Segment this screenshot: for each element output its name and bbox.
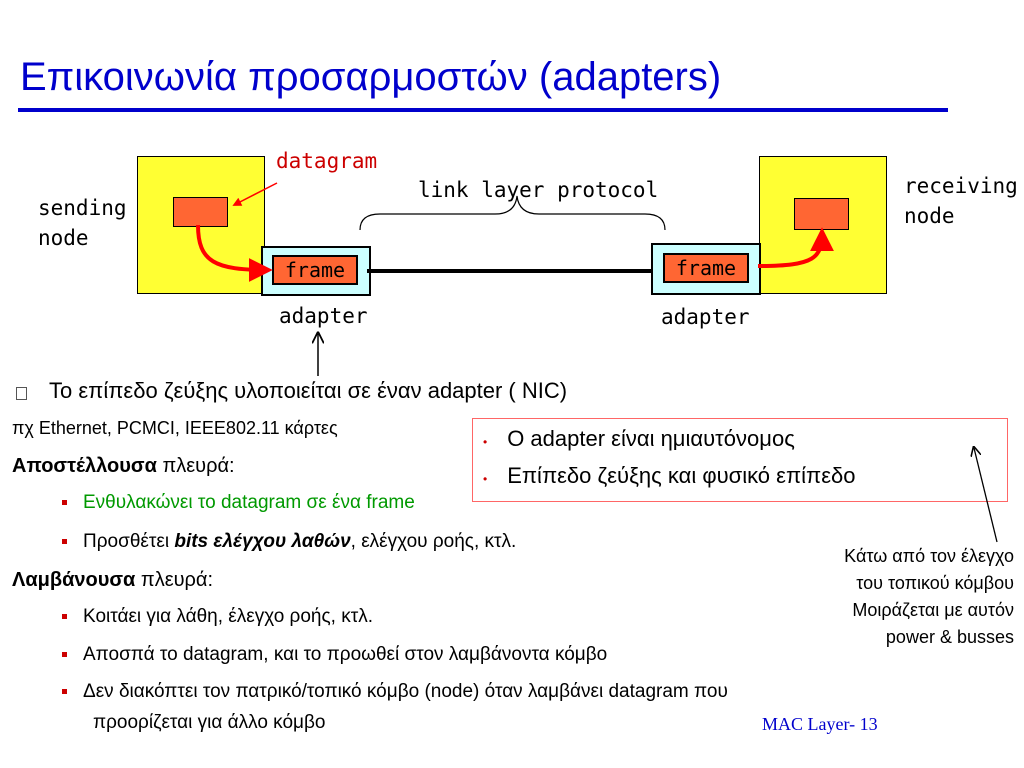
- receiving-item-3: Δεν διακόπτει τον πατρικό/τοπικό κόμβο (…: [62, 681, 728, 703]
- square-bullet: [62, 500, 67, 506]
- sending-heading-bold: Αποστέλλουσα: [12, 455, 157, 477]
- sending-node-label-line2: node: [38, 226, 89, 250]
- sending-item-2-bold: bits ελέγχου λαθών: [174, 531, 351, 552]
- sending-item-2-post: , ελέγχου ροής, κτλ.: [350, 531, 517, 552]
- square-bullet: [62, 652, 67, 658]
- info-bullet: •: [483, 472, 488, 486]
- info-line-1-text: O adapter είναι ημιαυτόνομος: [507, 426, 795, 451]
- title-underline: [18, 108, 948, 112]
- datagram-pointer: [232, 182, 278, 206]
- info-line-2: • Επίπεδο ζεύξης και φυσικό επίπεδο: [483, 463, 856, 489]
- right-note-line-4: power & busses: [885, 627, 1014, 647]
- left-adapter-label: adapter: [279, 304, 368, 328]
- receiving-node-label-line1: receiving: [904, 174, 1018, 198]
- left-frame-box: frame: [272, 255, 358, 285]
- square-bullet: [62, 689, 67, 695]
- receiving-item-1-text: Κοιτάει για λάθη, έλεγχο ροής, κτλ.: [83, 606, 373, 627]
- diagram-lines: [196, 182, 834, 376]
- sending-item-1-text: Ενθυλακώνει το datagram σε ένα frame: [83, 492, 415, 513]
- receiving-item-2-text: Αποσπά το datagram, και το προωθεί στον …: [83, 644, 608, 665]
- receive-arrow: [757, 227, 834, 268]
- sending-heading-rest: πλευρά:: [156, 455, 235, 477]
- right-note-line-1: Κάτω από τον έλεγχο: [844, 546, 1014, 566]
- sending-datagram-rect: [173, 197, 228, 227]
- sending-item-1: Ενθυλακώνει το datagram σε ένα frame: [62, 492, 415, 514]
- square-bullet: [62, 539, 67, 545]
- sending-heading: Αποστέλλουσα πλευρά:: [12, 455, 235, 478]
- example-line: πχ Ethernet, PCMCI, IEEE802.11 κάρτες: [12, 418, 338, 438]
- right-frame-label: frame: [675, 256, 737, 280]
- right-frame-box: frame: [663, 253, 749, 283]
- main-bullet-marker: [16, 387, 27, 401]
- slide-footer: MAC Layer- 13: [762, 714, 878, 734]
- receiving-heading-bold: Λαμβάνουσα: [12, 569, 136, 591]
- info-bullet: •: [483, 435, 488, 449]
- info-line-1: • O adapter είναι ημιαυτόνομος: [483, 426, 795, 452]
- sending-item-2-pre: Προσθέτει: [83, 531, 175, 552]
- sending-item-2: Προσθέτει bits ελέγχου λαθών, ελέγχου ρο…: [62, 531, 516, 553]
- main-bullet-row: Το επίπεδο ζεύξης υλοποιείται σε έναν ad…: [16, 378, 567, 404]
- send-arrow: [196, 224, 273, 282]
- right-note: Κάτω από τον έλεγχο του τοπικού κόμβου Μ…: [844, 543, 1014, 651]
- receiving-item-2: Αποσπά το datagram, και το προωθεί στον …: [62, 644, 607, 666]
- datagram-label: datagram: [276, 149, 378, 173]
- note-pointer: [940, 430, 998, 543]
- receiving-item-3-cont: προορίζεται για άλλο κόμβο: [93, 712, 326, 733]
- right-adapter-label: adapter: [661, 305, 750, 329]
- right-note-line-3: Μοιράζεται με αυτόν: [852, 600, 1014, 620]
- sending-node-label-line1: sending: [38, 196, 127, 220]
- slide-title: Επικοινωνία προσαρμοστών (adapters): [20, 55, 722, 99]
- receiving-item-3-text: Δεν διακόπτει τον πατρικό/τοπικό κόμβο (…: [83, 681, 728, 702]
- receiving-item-1: Κοιτάει για λάθη, έλεγχο ροής, κτλ.: [62, 606, 373, 628]
- info-line-2-text: Επίπεδο ζεύξης και φυσικό επίπεδο: [507, 463, 856, 488]
- adapter-info-box: • O adapter είναι ημιαυτόνομος • Επίπεδο ζ…: [472, 418, 1008, 502]
- receiving-heading-rest: πλευρά:: [135, 569, 214, 591]
- square-bullet: [62, 614, 67, 620]
- left-frame-label: frame: [284, 258, 346, 282]
- main-bullet-text: Το επίπεδο ζεύξης υλοποιείται σε έναν ad…: [49, 378, 568, 403]
- receiving-node-label-line2: node: [904, 204, 955, 228]
- link-layer-protocol-label: link layer protocol: [418, 178, 659, 202]
- link-brace: [359, 195, 666, 231]
- right-note-line-2: του τοπικού κόμβου: [856, 573, 1014, 593]
- receiving-heading: Λαμβάνουσα πλευρά:: [12, 569, 213, 592]
